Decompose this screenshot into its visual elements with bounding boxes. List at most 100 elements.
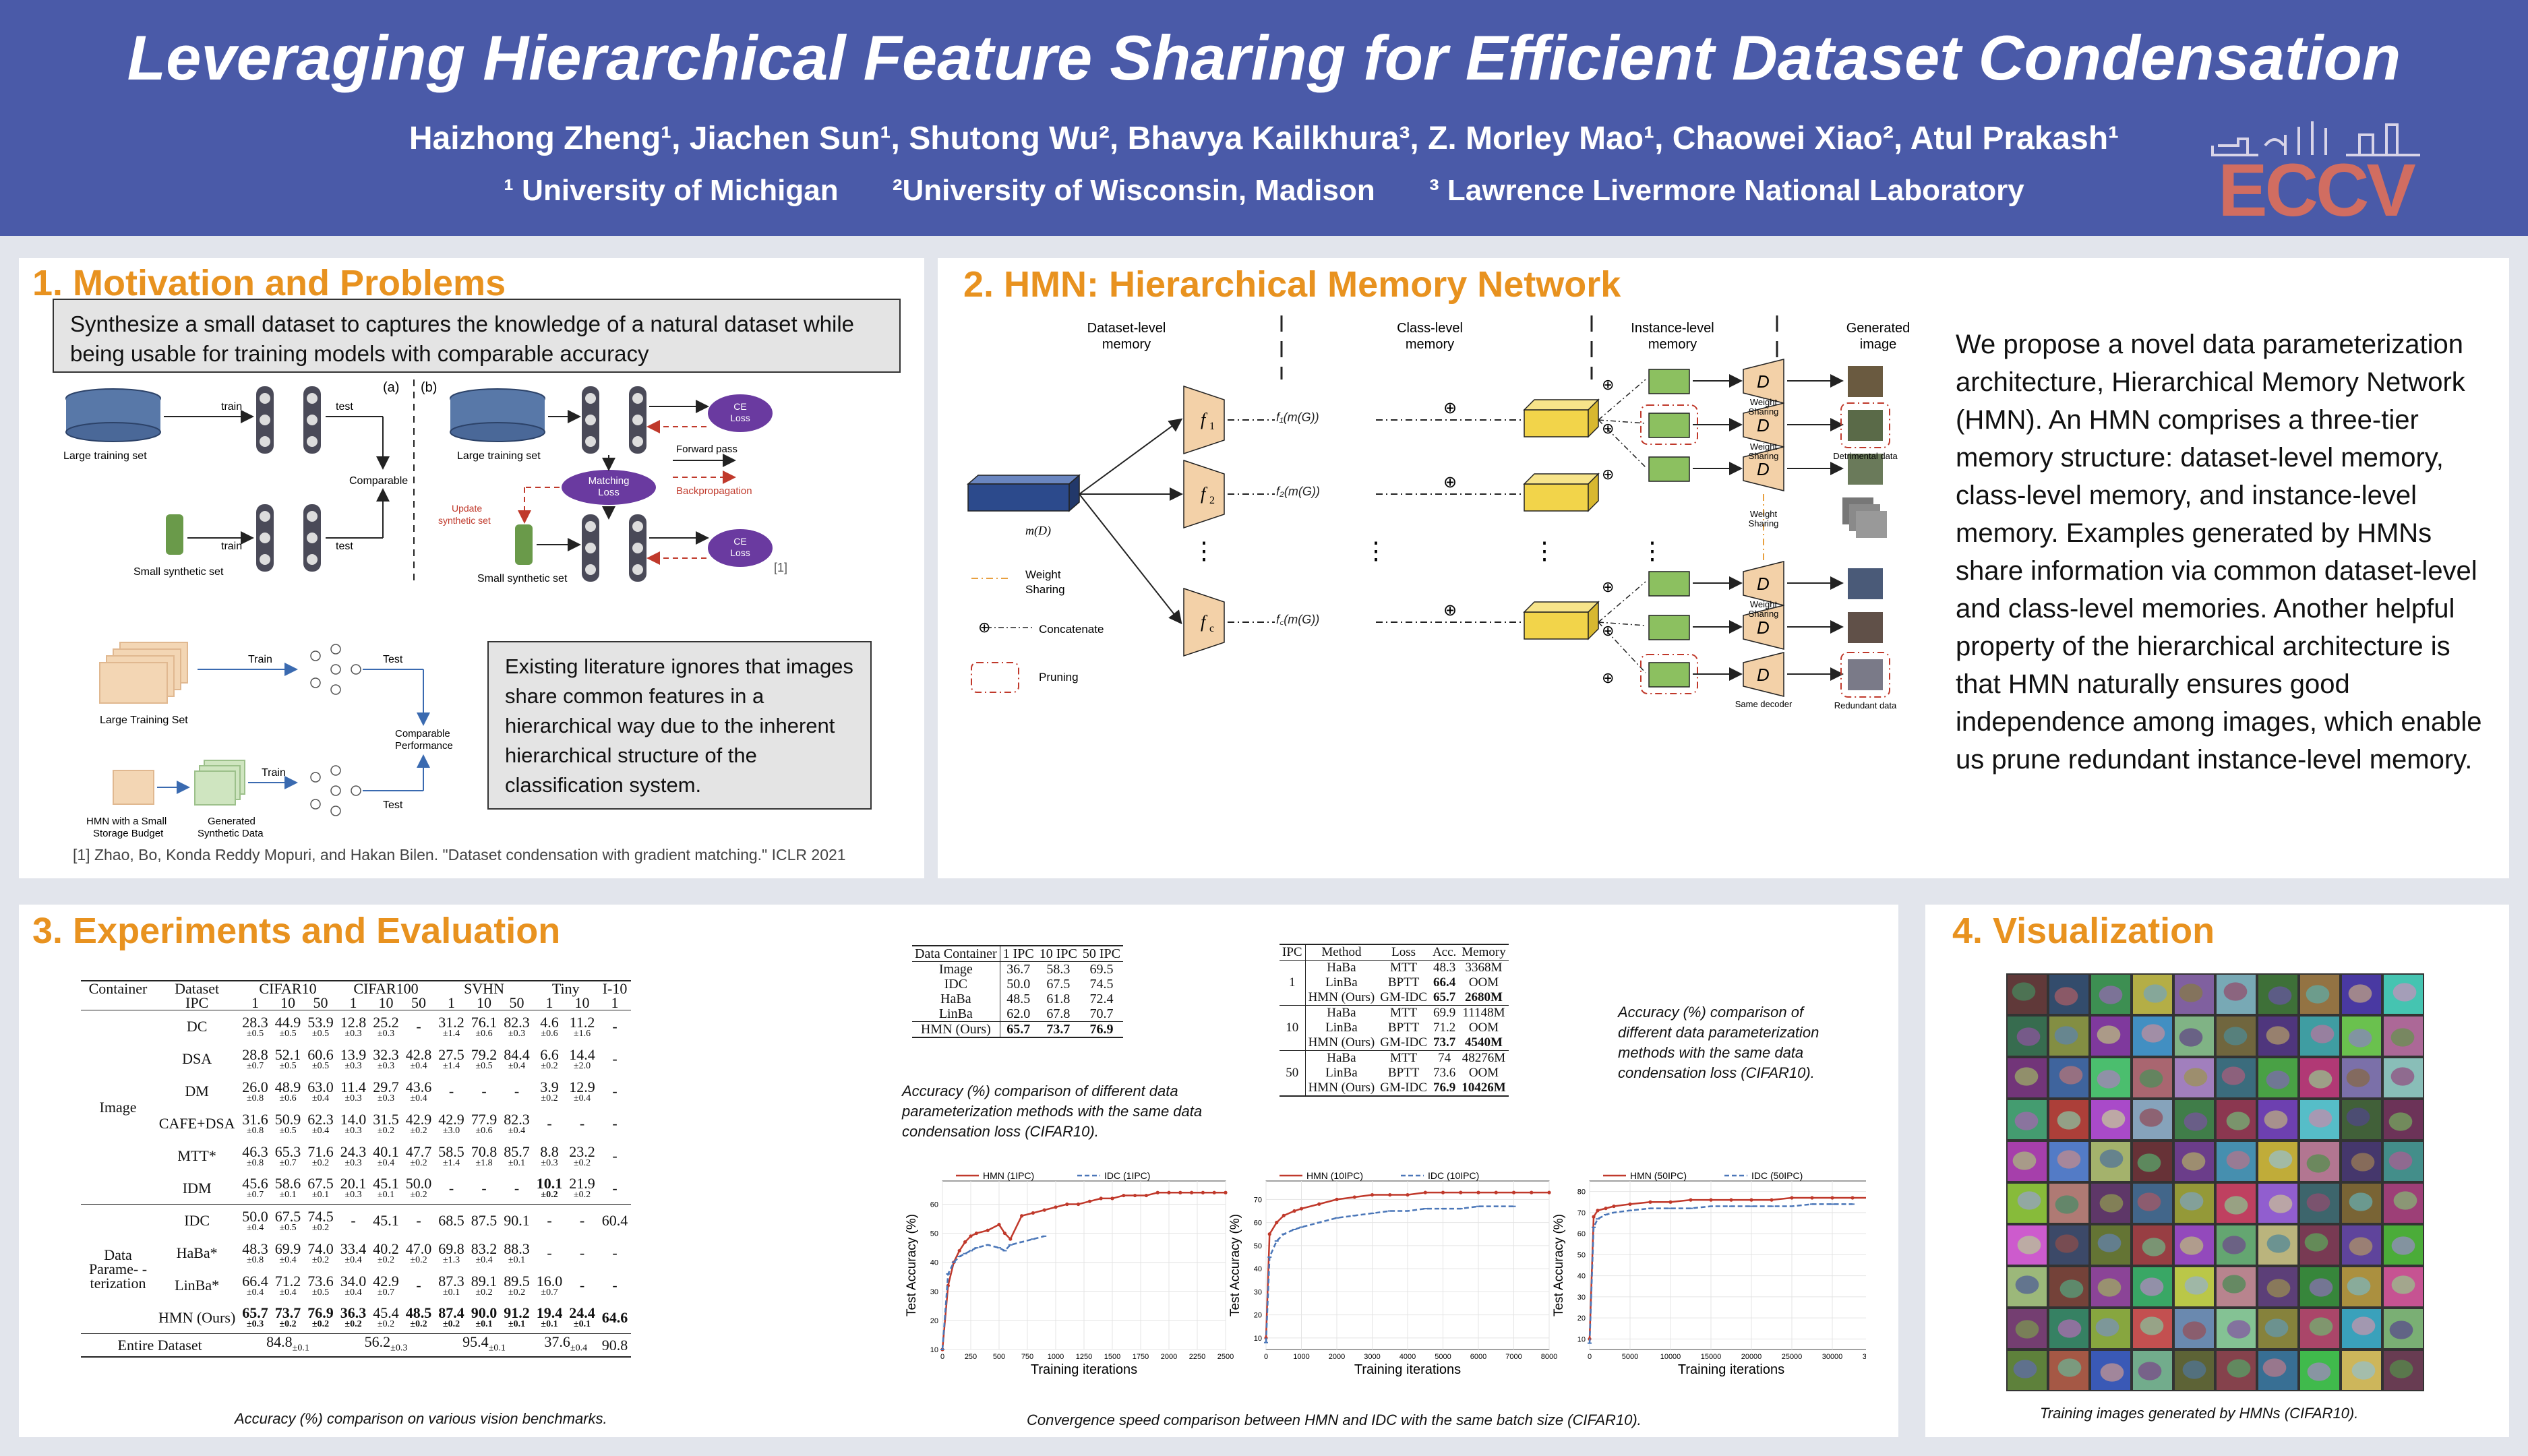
data-point xyxy=(1178,1190,1182,1194)
value-cell: 25.2±0.3 xyxy=(373,1013,399,1039)
svg-text:Update: Update xyxy=(452,503,482,514)
value-cell: 42.9±0.2 xyxy=(405,1110,432,1136)
y-tick-label: 40 xyxy=(1254,1265,1262,1273)
table-header-cell: 1 xyxy=(545,994,553,1011)
y-axis-label: Test Accuracy (%) xyxy=(905,1214,919,1316)
data-point xyxy=(1592,1215,1596,1219)
diagram-b: (b) Large training set CE Loss Matching … xyxy=(421,380,787,584)
data-point xyxy=(1370,1192,1375,1197)
x-tick-label: 1500 xyxy=(1104,1353,1120,1361)
value-cell: - xyxy=(547,1212,552,1230)
data-point xyxy=(1388,1192,1392,1197)
svg-text:⊕: ⊕ xyxy=(1602,466,1614,483)
value-cell: - xyxy=(579,1277,585,1294)
data-point xyxy=(1133,1193,1137,1198)
svg-text:Concatenate: Concatenate xyxy=(1039,623,1104,636)
table-header-cell: 10 xyxy=(477,994,492,1011)
svg-text:D: D xyxy=(1757,665,1770,685)
svg-text:⋮: ⋮ xyxy=(1532,537,1557,564)
x-tick-label: 3000 xyxy=(1364,1353,1380,1361)
y-tick-label: 30 xyxy=(1254,1288,1262,1296)
svg-text:Weight: Weight xyxy=(1750,509,1778,519)
convergence-caption: Convergence speed comparison between HMN… xyxy=(1027,1412,1642,1428)
svg-text:Weight: Weight xyxy=(1750,442,1778,452)
value-cell: 70.8±1.8 xyxy=(471,1143,498,1168)
value-cell: 52.1±0.5 xyxy=(274,1045,301,1071)
value-cell: 76.1±0.6 xyxy=(471,1013,498,1039)
data-point xyxy=(1201,1190,1205,1194)
eccv-logo: ECCV xyxy=(2211,121,2420,222)
x-tick-label: 2250 xyxy=(1189,1353,1205,1361)
x-tick-label: 8000 xyxy=(1541,1353,1557,1361)
svg-text:train: train xyxy=(221,401,242,413)
method-name: DSA xyxy=(182,1050,212,1067)
value-cell: 12.8±0.3 xyxy=(340,1013,367,1039)
value-cell: - xyxy=(351,1212,356,1230)
x-tick-label: 10000 xyxy=(1660,1353,1681,1361)
value-cell: - xyxy=(416,1018,421,1035)
value-cell: 24.3±0.3 xyxy=(340,1143,367,1168)
section-title-4: 4. Visualization xyxy=(1952,911,2215,951)
y-tick-label: 30 xyxy=(1577,1294,1586,1302)
value-cell: 27.5±1.4 xyxy=(438,1045,464,1071)
svg-text:⊕: ⊕ xyxy=(1443,473,1457,491)
x-axis-label: Training iterations xyxy=(1678,1362,1784,1377)
x-tick-label: 6000 xyxy=(1470,1353,1486,1361)
value-cell: 65.7±0.3 xyxy=(242,1304,268,1330)
method-name: LinBa* xyxy=(175,1277,220,1294)
legend-label: IDC (1IPC) xyxy=(1104,1170,1150,1181)
x-tick-label: 1750 xyxy=(1133,1353,1149,1361)
method-name: IDM xyxy=(182,1179,212,1196)
value-cell: 42.8±0.4 xyxy=(405,1045,432,1071)
svg-text:f: f xyxy=(1201,612,1208,632)
value-cell: - xyxy=(481,1083,487,1099)
legend-label: HMN (50IPC) xyxy=(1630,1170,1687,1181)
table-header-cell: 1 xyxy=(611,994,619,1011)
data-point xyxy=(1770,1198,1774,1202)
value-cell: 82.3±0.4 xyxy=(504,1110,530,1136)
visualization-caption: Training images generated by HMNs (CIFAR… xyxy=(2040,1405,2359,1422)
x-axis-label: Training iterations xyxy=(1031,1362,1137,1377)
data-point xyxy=(1476,1190,1480,1194)
method-name: CAFE+DSA xyxy=(158,1115,235,1132)
svg-text:Performance: Performance xyxy=(395,740,453,752)
x-tick-label: 5000 xyxy=(1622,1353,1638,1361)
svg-text:(a): (a) xyxy=(383,380,399,395)
value-cell: 87.4±0.2 xyxy=(438,1304,464,1330)
y-tick-label: 10 xyxy=(930,1346,938,1354)
series-line xyxy=(1265,1191,1549,1338)
data-point xyxy=(1065,1202,1069,1207)
svg-text:Detrimental data: Detrimental data xyxy=(1833,451,1898,461)
svg-text:Matching: Matching xyxy=(589,475,630,487)
value-cell: 21.9±0.2 xyxy=(569,1175,595,1201)
value-cell: 13.9±0.3 xyxy=(340,1045,367,1071)
value-cell: 26.0±0.8 xyxy=(242,1078,268,1103)
svg-text:Sharing: Sharing xyxy=(1025,583,1065,596)
svg-text:Large training set: Large training set xyxy=(63,450,147,462)
data-point xyxy=(1224,1190,1228,1194)
value-cell: 89.1±0.2 xyxy=(471,1272,498,1298)
svg-text:memory: memory xyxy=(1648,337,1697,352)
y-tick-label: 40 xyxy=(930,1259,938,1267)
data-point xyxy=(1292,1209,1296,1213)
method-name: HMN (Ours) xyxy=(158,1308,236,1326)
svg-text:Sharing: Sharing xyxy=(1749,609,1779,619)
svg-text:Redundant data: Redundant data xyxy=(1834,700,1897,710)
value-cell: 45.6±0.7 xyxy=(242,1175,268,1201)
table-header-cell: 10 xyxy=(574,994,590,1011)
data-point xyxy=(1729,1198,1733,1202)
value-cell: 88.3±0.1 xyxy=(504,1240,530,1265)
pipeline-diagram: Large training set train test Comparable… xyxy=(63,380,787,584)
svg-text:⋮: ⋮ xyxy=(1364,537,1388,564)
value-cell: 48.9±0.6 xyxy=(274,1078,301,1103)
